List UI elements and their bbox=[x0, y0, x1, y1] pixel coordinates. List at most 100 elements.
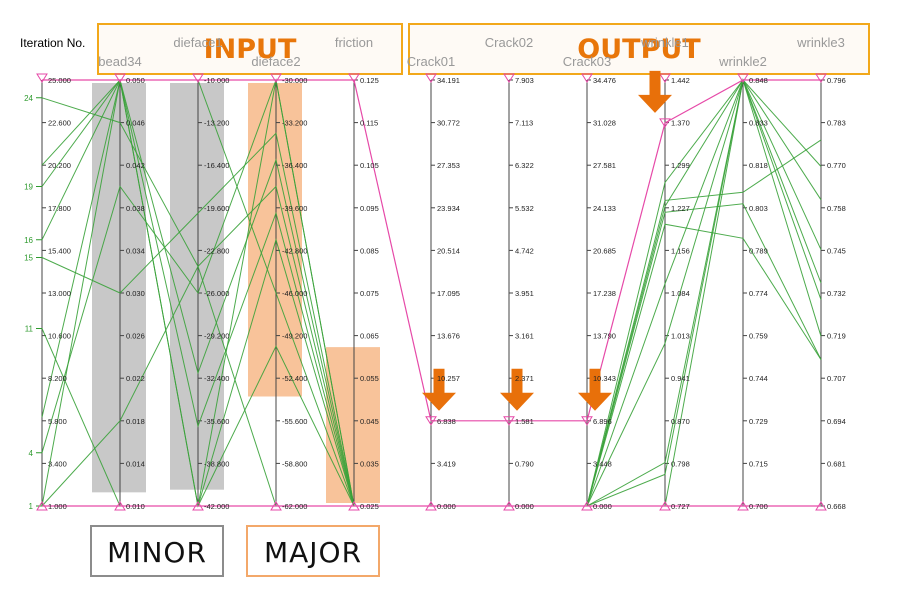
tick-label: 0.046 bbox=[126, 119, 145, 128]
arrow-wrinkle1 bbox=[638, 70, 672, 113]
axis-name-Crack01: Crack01 bbox=[407, 54, 455, 69]
tick-label: 1.581 bbox=[515, 417, 534, 426]
tick-label: 20.514 bbox=[437, 246, 460, 255]
tick-label: -42.800 bbox=[282, 246, 307, 255]
highlight-marker bbox=[425, 416, 437, 426]
axis-name-Crack02: Crack02 bbox=[485, 35, 533, 50]
tick-label: 8.200 bbox=[48, 374, 67, 383]
tick-label: 1.000 bbox=[48, 502, 67, 511]
iteration-tick-label: 16 bbox=[24, 236, 33, 245]
tick-label: 13.000 bbox=[48, 289, 71, 298]
iteration-tick-label: 1 bbox=[29, 502, 34, 511]
top-marker bbox=[192, 73, 204, 83]
tick-label: 1.227 bbox=[671, 204, 690, 213]
tick-label: 0.707 bbox=[827, 374, 846, 383]
tick-label: -22.800 bbox=[204, 246, 229, 255]
tick-label: 0.025 bbox=[360, 502, 379, 511]
tick-label: 2.371 bbox=[515, 374, 534, 383]
bottom-marker bbox=[659, 501, 671, 511]
tick-label: 23.934 bbox=[437, 204, 460, 213]
minor-range-dieface1 bbox=[170, 83, 224, 490]
tick-label: 0.694 bbox=[827, 417, 846, 426]
iteration-axis-title: Iteration No. bbox=[20, 36, 85, 50]
arrow-Crack01 bbox=[422, 368, 456, 411]
tick-label: 0.833 bbox=[749, 119, 768, 128]
tick-label: 0.848 bbox=[749, 76, 768, 85]
axis-name-friction: friction bbox=[335, 35, 373, 50]
arrow-Crack03 bbox=[578, 368, 612, 411]
group-box-output bbox=[408, 23, 870, 75]
tick-label: 24.133 bbox=[593, 204, 616, 213]
bottom-marker bbox=[425, 501, 437, 511]
tick-label: 13.790 bbox=[593, 332, 616, 341]
tick-label: 0.042 bbox=[126, 161, 145, 170]
highlight-marker bbox=[581, 416, 593, 426]
tick-label: 17.238 bbox=[593, 289, 616, 298]
tick-label: 0.050 bbox=[126, 76, 145, 85]
iteration-tick-label: 24 bbox=[24, 94, 33, 103]
tick-label: 0.014 bbox=[126, 459, 145, 468]
tick-label: 0.727 bbox=[671, 502, 690, 511]
tick-label: 0.941 bbox=[671, 374, 690, 383]
tick-label: 7.903 bbox=[515, 76, 534, 85]
tick-label: 0.798 bbox=[671, 459, 690, 468]
tick-label: 6.838 bbox=[437, 417, 456, 426]
tick-label: 0.075 bbox=[360, 289, 379, 298]
bottom-marker bbox=[503, 501, 515, 511]
tick-label: 0.729 bbox=[749, 417, 768, 426]
tick-label: 6.896 bbox=[593, 417, 612, 426]
tick-label: 0.732 bbox=[827, 289, 846, 298]
tick-label: 20.685 bbox=[593, 246, 616, 255]
tick-label: -16.400 bbox=[204, 161, 229, 170]
top-marker bbox=[348, 73, 360, 83]
arrows bbox=[422, 70, 672, 411]
tick-label: -29.200 bbox=[204, 332, 229, 341]
tick-label: 34.191 bbox=[437, 76, 460, 85]
tick-label: 3.161 bbox=[515, 332, 534, 341]
top-marker bbox=[737, 73, 749, 83]
group-title-input: INPUT bbox=[204, 34, 297, 65]
tick-label: -55.600 bbox=[282, 417, 307, 426]
arrow-Crack02 bbox=[500, 368, 534, 411]
tick-label: -32.400 bbox=[204, 374, 229, 383]
tick-label: -38.800 bbox=[204, 459, 229, 468]
tick-label: 0.681 bbox=[827, 459, 846, 468]
tick-label: 3.400 bbox=[48, 459, 67, 468]
tick-label: 0.026 bbox=[126, 332, 145, 341]
tick-label: 0.668 bbox=[827, 502, 846, 511]
tick-label: 0.035 bbox=[360, 459, 379, 468]
tick-label: 0.038 bbox=[126, 204, 145, 213]
tick-label: 1.013 bbox=[671, 332, 690, 341]
axis-name-wrinkle2: wrinkle2 bbox=[718, 54, 767, 69]
tick-label: -39.600 bbox=[282, 204, 307, 213]
highlight-line bbox=[42, 79, 821, 422]
bottom-marker bbox=[815, 501, 827, 511]
tick-label: 0.790 bbox=[515, 459, 534, 468]
tick-label: 0.034 bbox=[126, 246, 145, 255]
tick-label: 0.055 bbox=[360, 374, 379, 383]
bottom-marker bbox=[348, 501, 360, 511]
tick-label: 0.010 bbox=[126, 502, 145, 511]
shaded-ranges bbox=[92, 83, 380, 503]
axis-name-dieface1: dieface1 bbox=[173, 35, 222, 50]
tick-label: 0.000 bbox=[593, 502, 612, 511]
minor-range-bead34 bbox=[92, 83, 146, 493]
tick-label: -19.600 bbox=[204, 204, 229, 213]
tick-label: 0.745 bbox=[827, 246, 846, 255]
tick-label: -36.400 bbox=[282, 161, 307, 170]
tick-label: 0.770 bbox=[827, 161, 846, 170]
tick-label: 5.532 bbox=[515, 204, 534, 213]
tick-label: 0.870 bbox=[671, 417, 690, 426]
axis-name-Crack03: Crack03 bbox=[563, 54, 611, 69]
tick-label: 0.030 bbox=[126, 289, 145, 298]
tick-label: -58.800 bbox=[282, 459, 307, 468]
tick-label: 0.085 bbox=[360, 246, 379, 255]
tick-label: 0.105 bbox=[360, 161, 379, 170]
top-marker bbox=[659, 73, 671, 83]
tick-label: 1.370 bbox=[671, 119, 690, 128]
tick-label: 3.951 bbox=[515, 289, 534, 298]
tick-label: 1.084 bbox=[671, 289, 690, 298]
tick-label: 0.803 bbox=[749, 204, 768, 213]
